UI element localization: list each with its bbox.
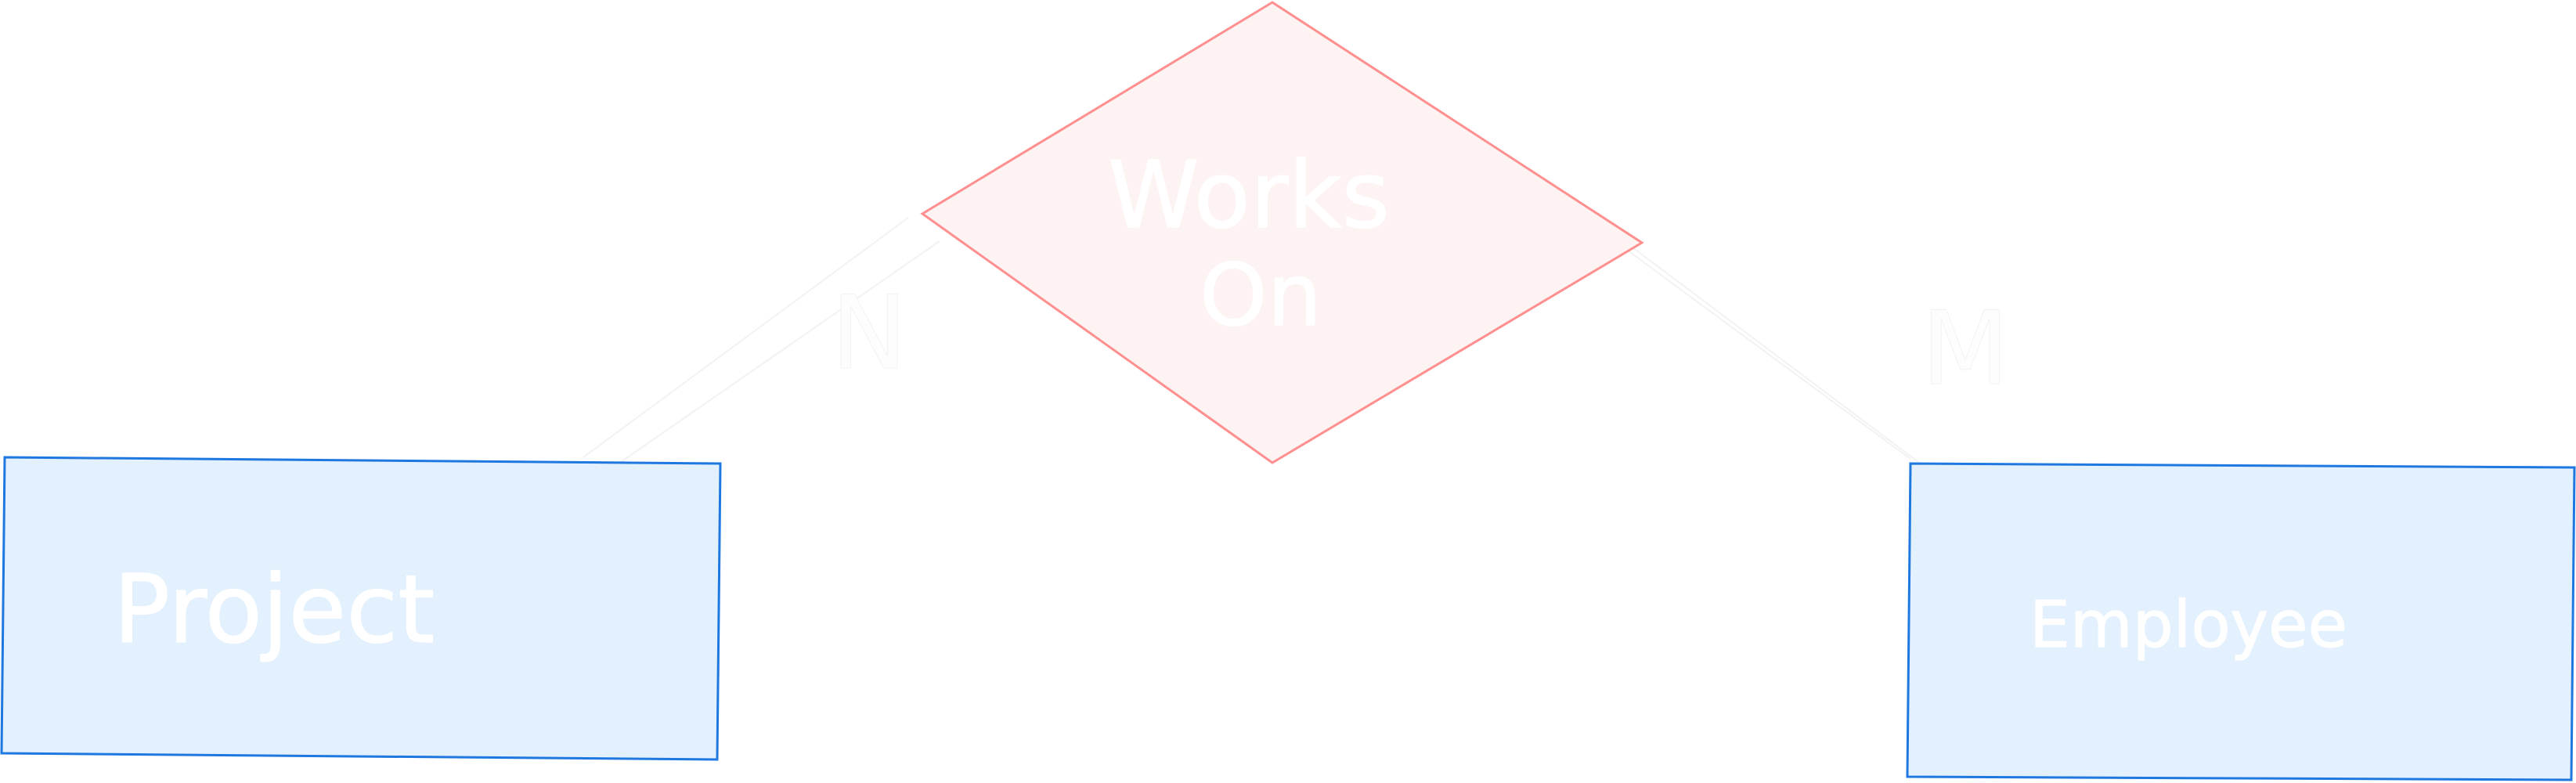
entity-project[interactable]: Project: [0, 456, 722, 761]
connector-left: [583, 217, 940, 464]
entity-employee[interactable]: Employee: [1906, 462, 2576, 781]
entity-project-label: Project: [114, 556, 435, 665]
entity-employee-label: Employee: [2029, 588, 2347, 662]
relationship-works-on[interactable]: Works On: [920, 1, 1644, 464]
relationship-label-line1: Works: [1108, 141, 1390, 249]
relationship-label-line2: On: [1200, 245, 1322, 345]
connector-right: [1612, 239, 1919, 463]
cardinality-left: N: [831, 273, 907, 392]
cardinality-right: M: [1921, 289, 2009, 408]
